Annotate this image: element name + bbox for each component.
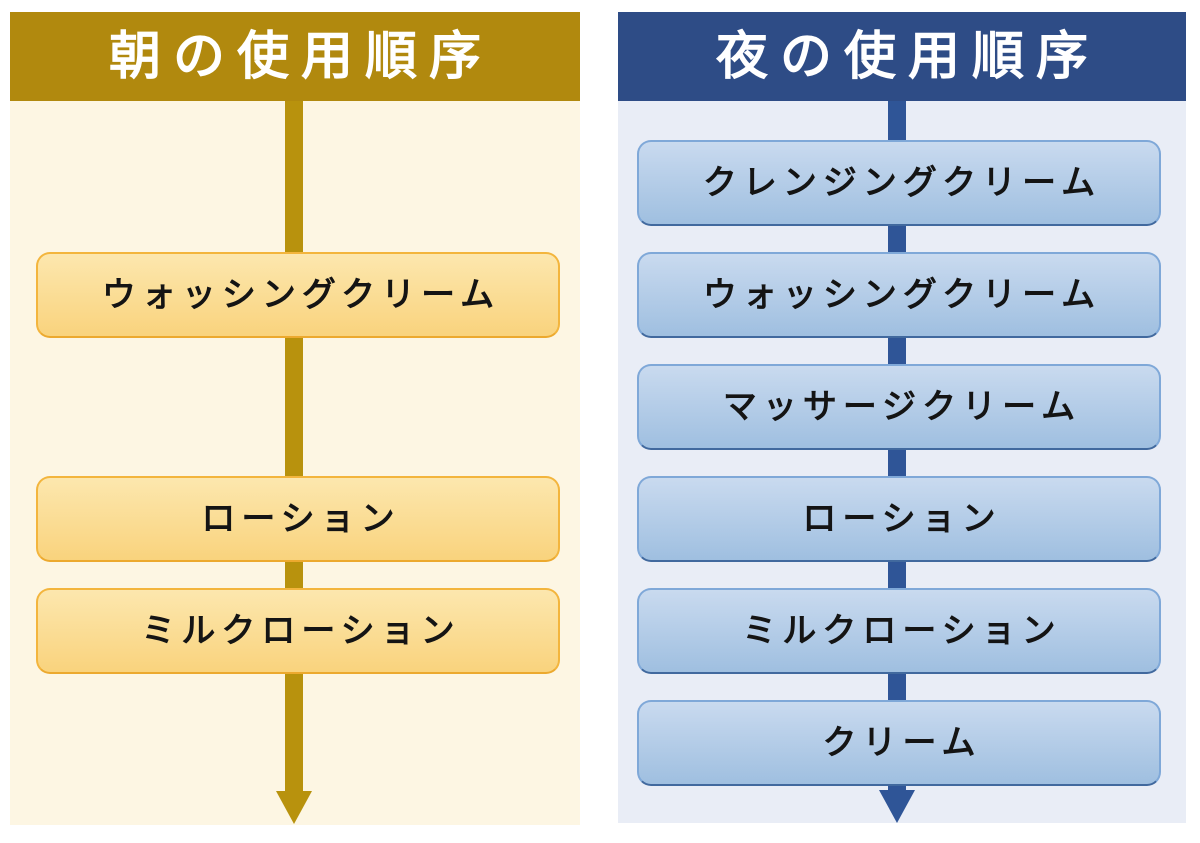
night-title: 夜の使用順序	[715, 27, 1100, 86]
step-label: ミルクローション	[141, 612, 461, 650]
step-box: ミルクローション	[36, 588, 560, 674]
morning-panel: 朝の使用順序 ウォッシングクリームローションミルクローション	[10, 12, 580, 825]
step-label: マッサージクリーム	[722, 388, 1082, 426]
step-box: ウォッシングクリーム	[36, 252, 560, 338]
night-body: クレンジングクリームウォッシングクリームマッサージクリームローションミルクローシ…	[618, 101, 1186, 823]
morning-header: 朝の使用順序	[10, 12, 580, 101]
morning-body: ウォッシングクリームローションミルクローション	[10, 101, 580, 825]
night-panel: 夜の使用順序 クレンジングクリームウォッシングクリームマッサージクリームローショ…	[618, 12, 1186, 823]
down-arrow-icon	[276, 791, 312, 824]
morning-title: 朝の使用順序	[108, 27, 493, 86]
step-box: ローション	[36, 476, 560, 562]
step-box: マッサージクリーム	[637, 364, 1161, 450]
step-box: クレンジングクリーム	[637, 140, 1161, 226]
night-header: 夜の使用順序	[618, 12, 1186, 101]
step-box: ウォッシングクリーム	[637, 252, 1161, 338]
step-label: ウォッシングクリーム	[101, 276, 501, 314]
step-box: ミルクローション	[637, 588, 1161, 674]
step-label: ローション	[201, 500, 401, 538]
step-box: クリーム	[637, 700, 1161, 786]
step-label: ローション	[802, 500, 1002, 538]
step-label: クレンジングクリーム	[702, 164, 1102, 202]
step-label: ミルクローション	[742, 612, 1062, 650]
step-box: ローション	[637, 476, 1161, 562]
morning-flow-line	[285, 101, 303, 793]
step-label: クリーム	[822, 724, 982, 762]
down-arrow-icon	[879, 790, 915, 823]
step-label: ウォッシングクリーム	[702, 276, 1102, 314]
